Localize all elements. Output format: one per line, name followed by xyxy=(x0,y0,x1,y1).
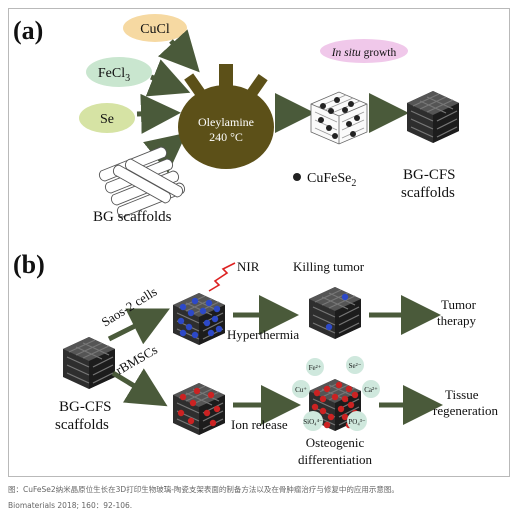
fecl-oval xyxy=(86,57,152,87)
reactor-text-2: 240 °C xyxy=(209,130,243,144)
caption-line-2: Biomaterials 2018; 160：92-106. xyxy=(8,501,133,510)
saos2-label: Saos-2 cells xyxy=(99,284,160,330)
se-oval xyxy=(79,103,135,133)
start-label-1: BG-CFS xyxy=(59,399,112,415)
fecl-label: FeCl3 xyxy=(98,66,130,84)
ion-po4: PO₄³⁻ xyxy=(348,418,365,426)
tumor-scaffold xyxy=(172,292,226,346)
stem-cell-scaffold xyxy=(172,382,226,436)
osteo-label-1: Osteogenic xyxy=(306,435,365,450)
insitu-oval xyxy=(320,39,408,63)
insitu-label: In situ growth xyxy=(331,47,397,59)
tumor-label-1: Tumor xyxy=(441,297,477,312)
tissue-label-1: Tissue xyxy=(445,387,479,402)
cufese2-legend: CuFeSe2 xyxy=(307,171,356,189)
bgcfs-scaffold-a xyxy=(406,90,460,144)
tumor-label-2: therapy xyxy=(437,313,476,328)
cufese2-dot-icon xyxy=(293,173,301,181)
rbmsc-label: rBMSCs xyxy=(113,342,160,378)
product-label-2: scaffolds xyxy=(401,185,455,201)
product-label-1: BG-CFS xyxy=(403,167,456,183)
killed-scaffold xyxy=(308,286,362,340)
figure-caption: 图：CuFeSe2纳米晶原位生长在3D打印生物玻璃-陶瓷支架表面的制备方法以及在… xyxy=(8,482,510,514)
ion-se: Se²⁻ xyxy=(349,362,362,370)
bgcfs-scaffold-b xyxy=(62,336,116,390)
growth-scaffold xyxy=(310,91,368,145)
se-label: Se xyxy=(100,112,114,127)
bg-scaffold-label: BG scaffolds xyxy=(93,209,172,225)
ion-fe: Fe²⁺ xyxy=(309,364,322,372)
ion-cu: Cu⁺ xyxy=(295,386,307,394)
cucl-label: CuCl xyxy=(140,22,170,37)
tissue-label-2: regeneration xyxy=(433,403,498,418)
nir-label: NIR xyxy=(237,259,260,274)
arrow-saos2 xyxy=(107,308,170,345)
ion-sio4: SiO₄⁴⁻ xyxy=(303,418,323,426)
nir-zigzag-icon xyxy=(208,262,236,292)
panel-b-label: (b) xyxy=(13,250,45,279)
ion-ca: Ca²⁺ xyxy=(364,386,378,394)
ion-bubbles xyxy=(292,356,380,431)
caption-line-1: 图：CuFeSe2纳米晶原位生长在3D打印生物玻璃-陶瓷支架表面的制备方法以及在… xyxy=(8,485,399,494)
bg-scaffold-tubes xyxy=(99,146,185,218)
ion-release-label: Ion release xyxy=(231,417,288,432)
killing-label: Killing tumor xyxy=(293,259,365,274)
figure-frame: (a) CuCl FeCl3 Se Oleylamine 240 °C BG s… xyxy=(8,8,510,477)
reactor-flask xyxy=(178,64,274,169)
schematic: (a) CuCl FeCl3 Se Oleylamine 240 °C BG s… xyxy=(13,14,498,467)
osteo-label-2: differentiation xyxy=(298,452,373,467)
panel-a-label: (a) xyxy=(13,16,43,45)
start-label-2: scaffolds xyxy=(55,417,109,433)
hyperthermia-label: Hyperthermia xyxy=(227,327,299,342)
reactor-text-1: Oleylamine xyxy=(198,115,254,129)
arrow-rbmsc xyxy=(111,368,168,407)
